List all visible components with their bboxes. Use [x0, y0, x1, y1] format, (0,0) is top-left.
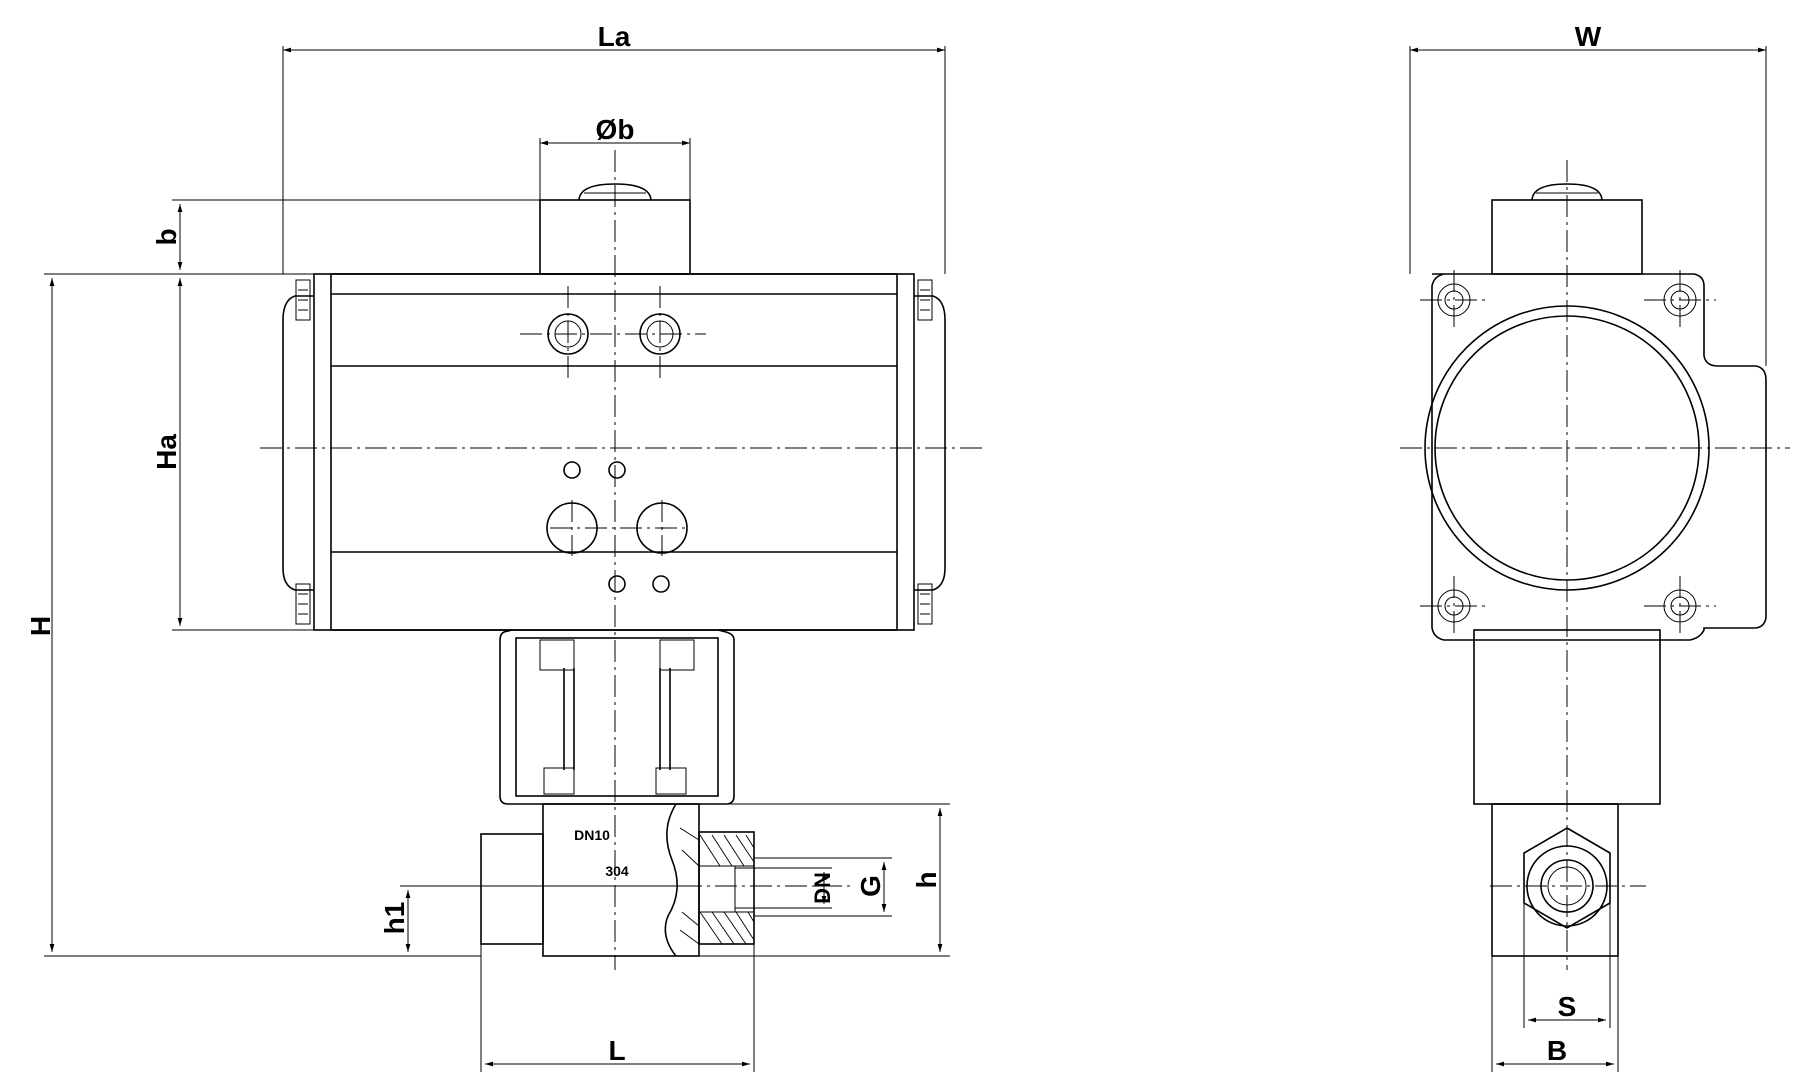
- dim-h1: h1: [379, 885, 481, 952]
- dim-B-label: B: [1547, 1035, 1567, 1066]
- dim-Ob-label: Øb: [596, 114, 635, 145]
- dim-B: B: [1491, 956, 1619, 1072]
- body-material-mark: 304: [605, 863, 629, 879]
- dim-G-label: G: [855, 875, 886, 897]
- dim-DN: DN: [735, 867, 835, 909]
- front-view: DN10 304 La Øb b: [25, 21, 985, 1072]
- dim-L: L: [480, 944, 755, 1072]
- dim-La: La: [282, 21, 946, 274]
- dim-H: H: [25, 273, 481, 957]
- side-valve-body: [1491, 803, 1619, 957]
- dim-h1-label: h1: [379, 902, 410, 935]
- dim-Ha-label: Ha: [151, 434, 182, 470]
- side-actuator-body: [1420, 270, 1767, 641]
- mounting-bracket: [499, 629, 735, 805]
- dim-S-label: S: [1558, 991, 1577, 1022]
- dim-Ha: Ha: [151, 278, 314, 631]
- valve-body: DN10 304: [480, 803, 755, 957]
- dim-b-label: b: [151, 228, 182, 245]
- dim-H-label: H: [25, 616, 56, 636]
- dim-L-label: L: [608, 1035, 625, 1066]
- dim-W-label: W: [1575, 21, 1602, 52]
- dim-Ob: Øb: [539, 114, 691, 200]
- dim-h-label: h: [911, 871, 942, 888]
- dim-DN-label: DN: [810, 872, 835, 904]
- actuator-body: [282, 273, 946, 631]
- body-size-mark: DN10: [574, 827, 610, 843]
- dim-h: h: [699, 803, 950, 957]
- side-view: W S B: [1400, 21, 1790, 1072]
- dim-La-label: La: [598, 21, 631, 52]
- dim-S: S: [1523, 903, 1611, 1028]
- dim-b: b: [151, 199, 540, 275]
- dim-W: W: [1409, 21, 1767, 366]
- dim-G: G: [754, 857, 892, 917]
